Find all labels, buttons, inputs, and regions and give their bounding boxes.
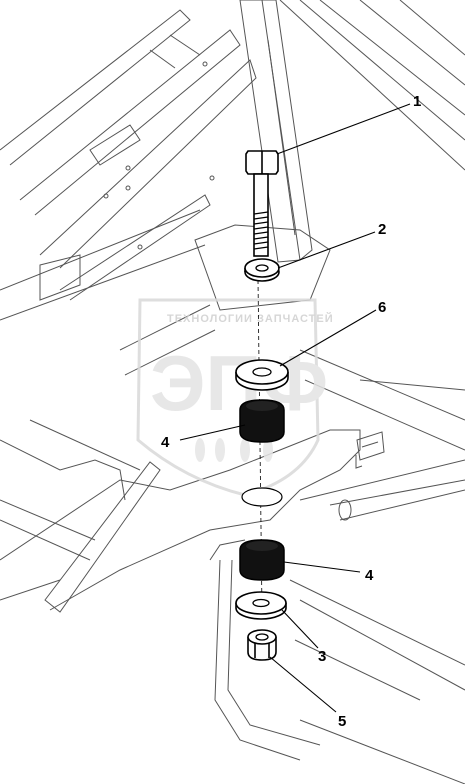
watermark-wheat-icon bbox=[195, 438, 273, 462]
bracket-hole bbox=[241, 487, 283, 507]
watermark-shield: ТЕХНОЛОГИИ ЗАПЧАСТЕЙ ЭПФ bbox=[136, 298, 334, 497]
rubber-bushing-part-4-lower bbox=[239, 539, 285, 581]
callout-2: 2 bbox=[378, 221, 386, 238]
callout-1: 1 bbox=[413, 93, 421, 110]
nut-part-5 bbox=[247, 629, 277, 661]
bolt-thread bbox=[253, 211, 269, 250]
callout-5: 5 bbox=[338, 713, 346, 730]
callout-4-upper: 4 bbox=[161, 434, 170, 451]
washer-part-2 bbox=[244, 258, 280, 282]
callout-6: 6 bbox=[378, 299, 386, 316]
washer-part-3 bbox=[235, 591, 287, 620]
leader-lines bbox=[179, 103, 411, 713]
bolt-part-1 bbox=[245, 150, 279, 257]
callout-4-lower: 4 bbox=[365, 567, 374, 584]
callout-3: 3 bbox=[318, 648, 326, 665]
rubber-bushing-part-4-upper bbox=[239, 399, 285, 443]
washer-part-6 bbox=[235, 359, 289, 391]
watermark-tagline: ТЕХНОЛОГИИ ЗАПЧАСТЕЙ bbox=[167, 312, 334, 325]
